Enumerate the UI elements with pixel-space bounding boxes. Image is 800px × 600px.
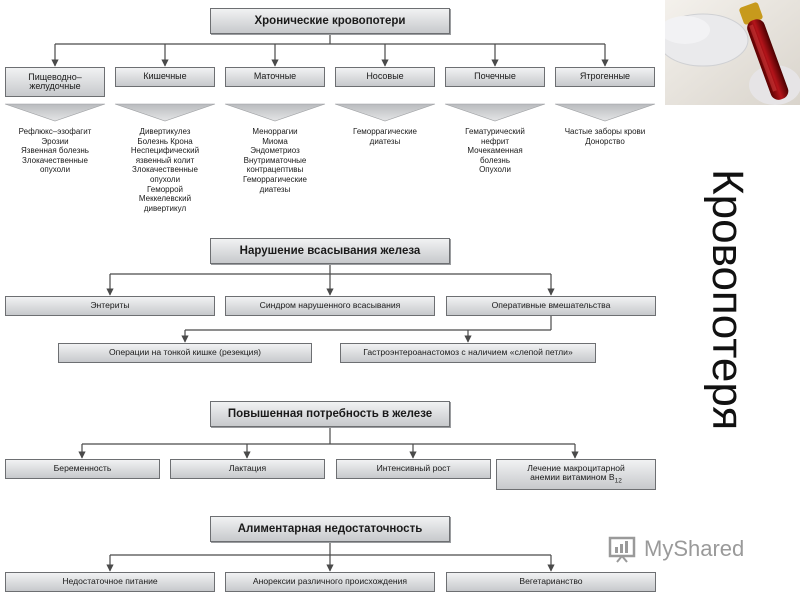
surgical-interventions-box: Оперативные вмешательства [446, 296, 656, 316]
treatment-label-line: анемии витамином B12 [530, 471, 622, 486]
cause-item: Гематурический [465, 127, 525, 136]
lactation-box: Лактация [170, 459, 325, 479]
cause-item: контрацептивы [246, 165, 304, 175]
vegetarianism-box: Вегетарианство [446, 572, 656, 592]
cause-item: Болезнь Крона [137, 136, 193, 146]
funnel-shape [444, 103, 546, 122]
cause-item: Внутриматочные [243, 155, 307, 165]
causes-iatrogenic: Частые заборы крови Донорство [555, 127, 655, 146]
cause-item: Донорство [585, 136, 625, 146]
category-renal: Почечные [445, 67, 545, 87]
cause-item: Геморрой [146, 184, 183, 194]
anorexia-box: Анорексии различного происхождения [225, 572, 435, 592]
pregnancy-box: Беременность [5, 459, 160, 479]
cause-item: Рефлюкс–эзофагит [18, 127, 92, 136]
treatment-label-text: анемии витамином B [530, 471, 615, 482]
treatment-label-line: Лечение макроцитарной [527, 462, 625, 473]
cause-item: Эндометриоз [250, 146, 300, 156]
funnel-shape [4, 103, 106, 122]
funnel-shape [224, 103, 326, 122]
watermark-text: MyShared [644, 536, 745, 561]
cause-item: опухоли [39, 165, 71, 175]
cause-item: нефрит [480, 136, 510, 146]
malnutrition-box: Недостаточное питание [5, 572, 215, 592]
vitamin-subscript: 12 [614, 477, 622, 485]
category-esophagogastric: Пищеводно– желудочные [5, 67, 105, 97]
cause-item: дивертикул [143, 203, 187, 213]
cause-item: Дивертикулез [139, 127, 191, 136]
funnel-shape [114, 103, 216, 122]
cause-item: язвенный колит [135, 155, 195, 165]
cause-item: Злокачественные [132, 165, 198, 175]
cause-item: Эрозии [41, 136, 69, 146]
category-iatrogenic: Ятрогенные [555, 67, 655, 87]
increased-iron-demand-header: Повышенная потребность в железе [210, 401, 450, 427]
b12-treatment-box: Лечение макроцитарной анемии витамином B… [496, 459, 656, 490]
funnel-shape [334, 103, 436, 122]
causes-nasal: Геморрагические диатезы [335, 127, 435, 146]
cause-item: диатезы [369, 136, 401, 146]
cause-item: Злокачественные [22, 155, 88, 165]
flowchart-connectors [4, 34, 656, 572]
cause-item: опухоли [149, 174, 181, 184]
cause-item: Неспецифический [130, 146, 200, 156]
myshared-watermark: MyShared [606, 535, 744, 563]
cause-item: Меккелевский [138, 194, 192, 204]
cause-item: Геморрагические [353, 127, 417, 136]
cause-item: болезнь [479, 155, 511, 165]
causes-esophagogastric: Рефлюкс–эзофагит Эрозии Язвенная болезнь… [5, 127, 105, 175]
side-title-text: Кровопотеря [703, 169, 752, 431]
cause-item: Миома [262, 136, 288, 146]
cause-item: Геморрагические [243, 174, 307, 184]
category-label: желудочные [29, 81, 81, 91]
causes-uterine: Меноррагии Миома Эндометриоз Внутриматоч… [225, 127, 325, 194]
causes-renal: Гематурический нефрит Мочекаменная болез… [445, 127, 545, 175]
category-nasal: Носовые [335, 67, 435, 87]
funnel-shape [554, 103, 656, 122]
chronic-blood-loss-header: Хронические кровопотери [210, 8, 450, 34]
enteritis-box: Энтериты [5, 296, 215, 316]
blood-tube-photo [665, 0, 800, 105]
category-intestinal: Кишечные [115, 67, 215, 87]
cause-item: Меноррагии [252, 127, 298, 136]
category-uterine: Маточные [225, 67, 325, 87]
cause-item: диатезы [259, 184, 291, 194]
cause-item: Мочекаменная [467, 146, 523, 156]
iron-absorption-header: Нарушение всасывания железа [210, 238, 450, 264]
cause-item: Язвенная болезнь [21, 146, 89, 156]
blind-loop-anastomosis-box: Гастроэнтероанастомоз с наличием «слепой… [340, 343, 596, 363]
cause-item: Опухоли [479, 165, 511, 175]
small-intestine-resection-box: Операции на тонкой кишке (резекция) [58, 343, 312, 363]
intensive-growth-box: Интенсивный рост [336, 459, 491, 479]
causes-intestinal: Дивертикулез Болезнь Крона Неспецифическ… [115, 127, 215, 213]
presentation-board-icon [608, 536, 636, 563]
malabsorption-syndrome-box: Синдром нарушенного всасывания [225, 296, 435, 316]
alimentary-deficiency-header: Алиментарная недостаточность [210, 516, 450, 542]
side-title: Кровопотеря [697, 155, 757, 445]
cause-item: Частые заборы крови [564, 127, 646, 136]
category-label: Пищеводно– [28, 71, 82, 82]
